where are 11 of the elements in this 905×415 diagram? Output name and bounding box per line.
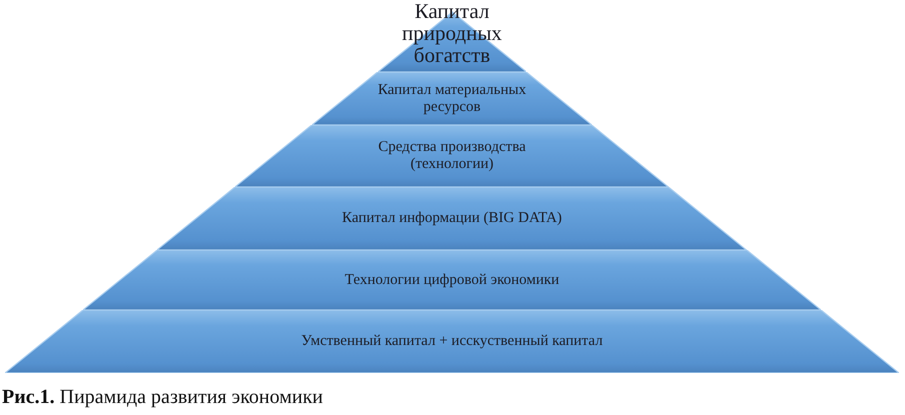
tier-label: Капитал материальных ресурсов bbox=[376, 82, 528, 116]
tier-label: Технологии цифровой экономики bbox=[344, 272, 560, 288]
pyramid-tier bbox=[312, 72, 592, 125]
tier-label: Умственный капитал + исскуственный капитал bbox=[301, 333, 603, 350]
pyramid-tier bbox=[83, 250, 821, 310]
pyramid-tier bbox=[157, 187, 747, 250]
tier-label: Средства производства (технологии) bbox=[377, 139, 527, 173]
figure-caption: Рис.1. Пирамида развития экономики bbox=[2, 385, 324, 409]
pyramid-tier bbox=[235, 125, 669, 187]
pyramid-tier bbox=[5, 310, 899, 373]
tier-label: Капитал информации (BIG DATA) bbox=[342, 210, 562, 227]
